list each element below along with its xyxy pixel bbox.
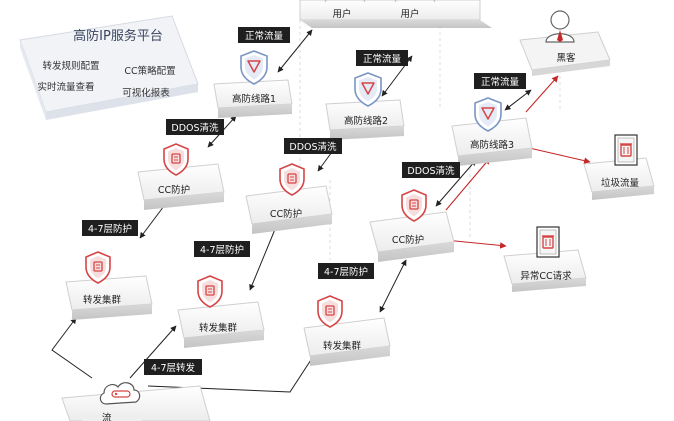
forward1-shield-icon xyxy=(85,251,111,284)
tag-l47-protect-1: 4-7层防护 xyxy=(82,220,138,236)
connector-src-fwd1 xyxy=(51,317,93,379)
connector-line3-garbage xyxy=(524,146,591,164)
platform-item-forward-rules[interactable]: 转发规则配置 xyxy=(42,60,99,72)
svg-text:DDOS清洗: DDOS清洗 xyxy=(407,165,455,177)
cc-label-3: CC防护 xyxy=(392,234,424,246)
connector-line3-users xyxy=(504,89,532,111)
cloud-server-icon xyxy=(99,382,141,405)
hacker-node: 黑客 xyxy=(519,10,611,76)
connector-cc3-line3 xyxy=(435,159,477,207)
forward-label-2: 转发集群 xyxy=(199,322,238,334)
cc-node-2: CC防护 xyxy=(245,185,333,234)
forward3-shield-icon xyxy=(317,295,343,328)
svg-text:4-7层防护: 4-7层防护 xyxy=(200,244,244,256)
platform-panel: 高防IP服务平台 转发规则配置 CC策略配置 实时流量查看 可视化报表 xyxy=(19,15,199,120)
tag-ddos-clean-3: DDOS清洗 xyxy=(402,162,460,178)
cc-label-2: CC防护 xyxy=(270,208,302,220)
abnormal-cc-label: 异常CC请求 xyxy=(520,270,572,282)
source-label-cropped: 流 xyxy=(102,412,112,421)
platform-item-visual-report[interactable]: 可视化报表 xyxy=(122,87,170,99)
cc-label-1: CC防护 xyxy=(158,184,190,196)
line3-label: 高防线路3 xyxy=(470,139,514,151)
user-label-1: 用户 xyxy=(332,8,351,20)
svg-text:DDOS清洗: DDOS清洗 xyxy=(171,122,219,134)
tag-l47-protect-2: 4-7层防护 xyxy=(194,241,250,257)
svg-text:DDOS清洗: DDOS清洗 xyxy=(289,141,337,153)
forward-node-2: 转发集群 xyxy=(177,301,265,348)
abnormal-trash-icon xyxy=(536,226,560,258)
abnormal-cc-node: 异常CC请求 xyxy=(503,249,587,292)
hacker-icon xyxy=(545,10,575,43)
tag-l47-protect-3: 4-7层防护 xyxy=(318,263,374,279)
garbage-node: 垃圾流量 xyxy=(583,157,655,200)
line2-node: 高防线路2 xyxy=(325,99,405,140)
svg-text:4-7层转发: 4-7层转发 xyxy=(151,362,196,374)
tag-normal-traffic-2: 正常流量 xyxy=(356,50,408,66)
hacker-label: 黑客 xyxy=(556,52,576,64)
tag-normal-traffic-1: 正常流量 xyxy=(238,27,290,43)
line1-label: 高防线路1 xyxy=(232,93,276,105)
svg-text:正常流量: 正常流量 xyxy=(245,30,284,42)
tag-l47-forward: 4-7层转发 xyxy=(144,359,202,375)
forward-node-3: 转发集群 xyxy=(303,317,391,366)
users-node: 用户 用户 xyxy=(299,0,492,28)
cc-node-3: CC防护 xyxy=(369,211,455,262)
svg-text:正常流量: 正常流量 xyxy=(363,53,402,65)
line1-node: 高防线路1 xyxy=(213,79,293,118)
user-label-2: 用户 xyxy=(400,8,419,20)
source-node: 流 xyxy=(61,382,211,421)
connector-cc3-abnormal xyxy=(444,239,507,249)
connector-fwd3-cc3 xyxy=(379,259,407,313)
forward2-shield-icon xyxy=(197,275,223,308)
garbage-trash-icon xyxy=(614,134,638,166)
forward-node-1: 转发集群 xyxy=(65,275,153,320)
line2-label: 高防线路2 xyxy=(344,115,388,127)
connector-hacker-line3 xyxy=(525,75,559,113)
platform-item-cc-policy[interactable]: CC策略配置 xyxy=(124,65,175,77)
forward-label-3: 转发集群 xyxy=(323,340,362,352)
line1-shield-icon xyxy=(240,50,268,85)
line3-node: 高防线路3 xyxy=(451,117,533,166)
tag-ddos-clean-1: DDOS清洗 xyxy=(166,119,224,135)
svg-text:4-7层防护: 4-7层防护 xyxy=(324,266,368,278)
connector-line3-cc3-attack xyxy=(445,157,491,211)
garbage-label: 垃圾流量 xyxy=(601,177,640,189)
connector-fwd2-cc2 xyxy=(249,221,279,291)
platform-title: 高防IP服务平台 xyxy=(73,28,163,44)
forward-label-1: 转发集群 xyxy=(83,294,122,306)
tag-normal-traffic-3: 正常流量 xyxy=(474,73,526,89)
svg-text:4-7层防护: 4-7层防护 xyxy=(88,223,132,235)
connector-line1-users xyxy=(277,29,313,73)
cc-node-1: CC防护 xyxy=(137,163,225,210)
connector-src-fwd2 xyxy=(129,325,177,379)
svg-text:正常流量: 正常流量 xyxy=(481,76,520,88)
tag-ddos-clean-2: DDOS清洗 xyxy=(284,138,342,154)
platform-item-realtime-traffic[interactable]: 实时流量查看 xyxy=(37,81,94,93)
